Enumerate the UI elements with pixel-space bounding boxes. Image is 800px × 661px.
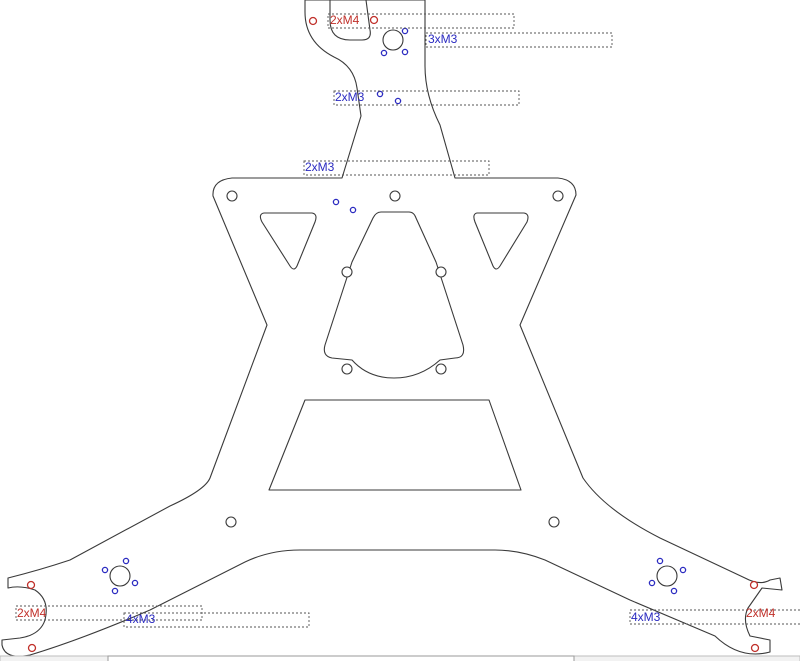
mount-hole	[389, 190, 401, 202]
m4-hole	[750, 643, 760, 653]
m3-hole	[376, 90, 384, 98]
m3-hole	[131, 579, 139, 587]
dimension-box	[303, 160, 490, 176]
lower-trapezoid-cutout	[268, 399, 522, 491]
top-motor-hole	[382, 29, 404, 51]
left-triangle-cutout	[259, 212, 317, 270]
right-motor-hole	[656, 565, 678, 587]
m4-hole	[369, 15, 379, 25]
left-motor-hole	[109, 565, 131, 587]
dimension-box	[333, 90, 520, 106]
mount-hole	[226, 190, 238, 202]
mount-hole	[548, 516, 560, 528]
m3-hole	[380, 49, 388, 57]
m4-hole	[308, 16, 318, 26]
label-left-m3: 4xM3	[126, 612, 156, 626]
m3-hole	[401, 48, 409, 56]
m3-hole	[394, 97, 402, 105]
mount-hole	[225, 516, 237, 528]
m4-hole	[26, 580, 36, 590]
m3-hole	[122, 557, 130, 565]
status-field	[107, 655, 575, 661]
right-triangle-cutout	[473, 212, 529, 270]
mount-hole	[435, 363, 447, 375]
mount-hole	[341, 266, 353, 278]
label-right-m4: 2xM4	[746, 606, 776, 620]
label-left-m4: 2xM4	[17, 606, 47, 620]
plate-outline	[1, 0, 783, 657]
dimension-box	[629, 609, 800, 625]
label-top-m3-c: 2xM3	[305, 160, 335, 174]
dimension-box	[425, 32, 613, 48]
m3-hole	[332, 198, 340, 206]
label-top-m3-a: 3xM3	[428, 32, 458, 46]
m3-hole	[648, 579, 656, 587]
label-top-m4: 2xM4	[330, 13, 360, 27]
dimension-box	[123, 612, 310, 628]
m3-hole	[679, 566, 687, 574]
m4-hole	[27, 643, 37, 653]
m3-hole	[111, 587, 119, 595]
m3-hole	[656, 557, 664, 565]
m4-hole	[749, 580, 759, 590]
top-hook-slot	[329, 0, 371, 41]
mount-hole	[435, 266, 447, 278]
m3-hole	[349, 206, 357, 214]
mount-hole	[341, 363, 353, 375]
dimension-box	[327, 13, 515, 29]
label-top-m3-b: 2xM3	[335, 90, 365, 104]
m3-hole	[101, 566, 109, 574]
label-right-m3: 4xM3	[631, 610, 661, 624]
m3-hole	[401, 27, 409, 35]
mount-hole	[552, 190, 564, 202]
center-motor-cutout	[323, 211, 465, 379]
m3-hole	[670, 587, 678, 595]
